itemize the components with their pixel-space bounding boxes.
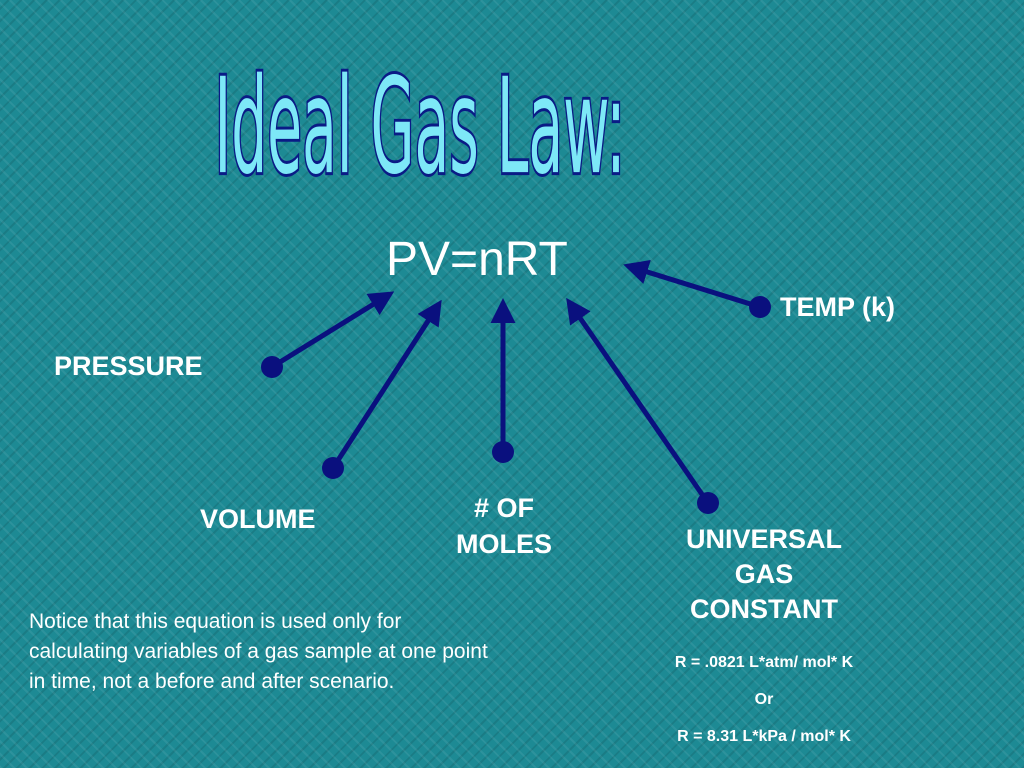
temp-arrow bbox=[623, 259, 771, 318]
volume-label: VOLUME bbox=[200, 504, 316, 534]
slide-title: Ideal Gas Law: bbox=[213, 50, 628, 207]
moles-label-line-2: MOLES bbox=[455, 529, 552, 559]
gas-constant-label: UNIVERSAL GAS CONSTANT bbox=[634, 522, 894, 627]
pressure-anchor-dot bbox=[261, 356, 283, 378]
moles-arrow bbox=[490, 298, 516, 463]
gas-constant-label-line-3: CONSTANT bbox=[690, 594, 838, 624]
gas-constant-kpa: R = 8.31 L*kPa / mol* K bbox=[677, 728, 851, 745]
moles-label: # OF MOLES bbox=[430, 490, 578, 562]
usage-note: Notice that this equation is used only f… bbox=[29, 610, 488, 693]
slide-title-text: Ideal Gas Law: bbox=[214, 51, 625, 204]
pressure-arrow bbox=[261, 291, 395, 378]
gas-constant-values: R = .0821 L*atm/ mol* K Or R = 8.31 L*kP… bbox=[634, 652, 894, 763]
volume-arrow bbox=[322, 299, 442, 479]
gas-constant-or: Or bbox=[754, 691, 774, 708]
moles-anchor-dot bbox=[492, 441, 514, 463]
gas-constant-atm: R = .0821 L*atm/ mol* K bbox=[674, 654, 854, 671]
constant-arrow bbox=[566, 297, 719, 514]
moles-label-line-1: # OF bbox=[473, 493, 534, 523]
pressure-label: PRESSURE bbox=[54, 351, 203, 381]
gas-constant-label-line-2: GAS bbox=[734, 559, 794, 589]
volume-anchor-dot bbox=[322, 457, 344, 479]
temp-label: TEMP (k) bbox=[780, 292, 896, 322]
temp-anchor-dot bbox=[749, 296, 771, 318]
equation-text: PV=nRT bbox=[386, 233, 568, 286]
constant-anchor-dot bbox=[697, 492, 719, 514]
gas-constant-label-line-1: UNIVERSAL bbox=[685, 524, 842, 554]
